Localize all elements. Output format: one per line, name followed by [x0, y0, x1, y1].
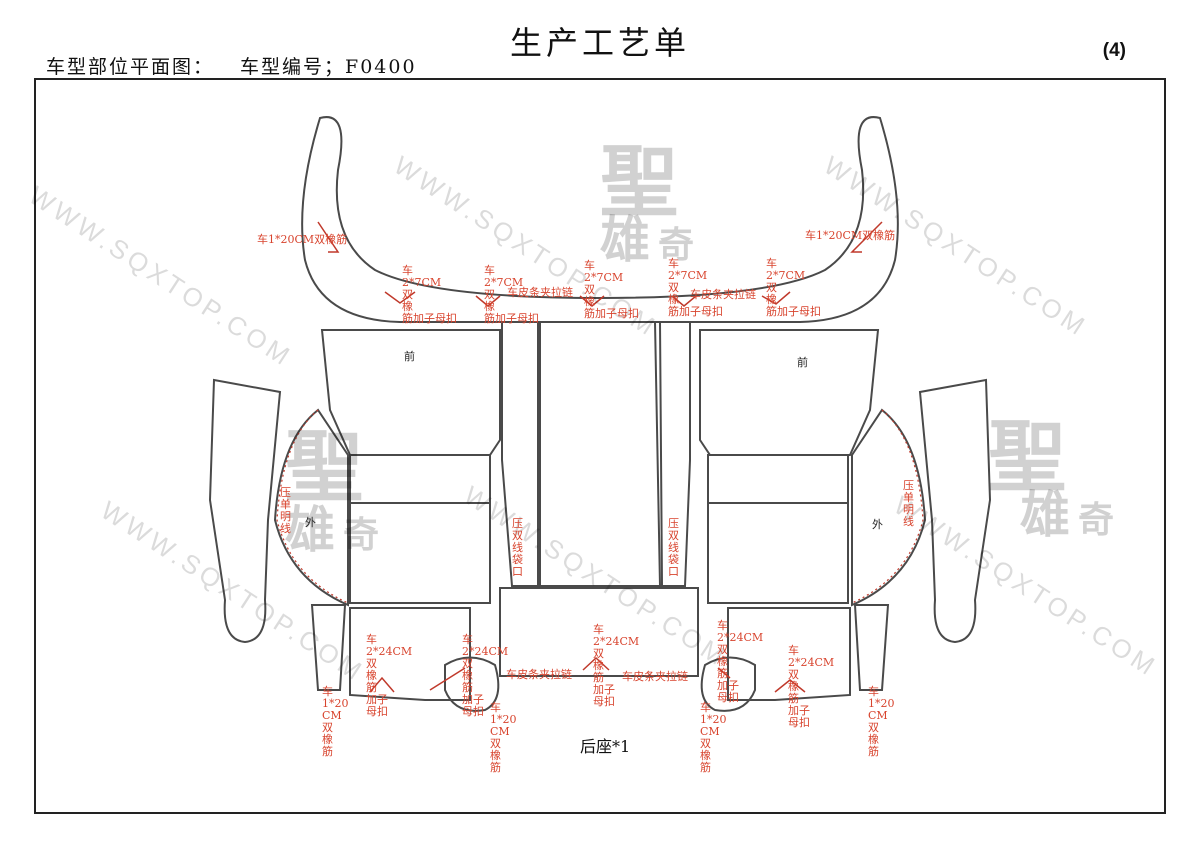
- label-front-right: 前: [797, 356, 808, 369]
- note-bottom-h: 车 2*24CM 双 橡 筋 加子 母扣: [788, 644, 835, 729]
- label-outer-left: 外: [305, 516, 316, 529]
- note-top-k3: 车 2*7CM 双 橡 筋加子母扣: [584, 259, 639, 320]
- bottom-piece-4: [727, 607, 851, 701]
- watermark-brand-center: 聖: [600, 137, 679, 228]
- mark-k2: [475, 295, 501, 307]
- label-outer-right: 外: [872, 518, 883, 531]
- bottom-piece-3: [499, 587, 699, 677]
- note-zip-left: 车皮条夹拉链: [507, 286, 573, 299]
- note-top-right-edge: 车1*20CM双橡筋: [805, 229, 896, 242]
- watermark-brand-left-2: 雄奇: [285, 500, 380, 559]
- side-wing-right: [918, 378, 992, 644]
- side-curve-right: [851, 408, 927, 607]
- cushion-right-top: [707, 454, 849, 504]
- side-curve-left: [273, 408, 349, 607]
- seat-back-right: [699, 329, 880, 456]
- note-single-line-left: 压单明线: [280, 486, 291, 535]
- note-top-k5: 车 2*7CM 双 橡 筋加子母扣: [766, 257, 821, 318]
- note-bottom-b: 车 2*24CM 双 橡 筋 加子 母扣: [366, 633, 413, 718]
- mark-top-left: [317, 221, 340, 253]
- bottom-piece-2: [349, 607, 471, 701]
- mark-b2: [429, 667, 466, 691]
- watermark-brand-left: 聖: [285, 422, 364, 513]
- mark-b1: [369, 676, 395, 693]
- mark-k3: [579, 295, 605, 307]
- top-band-pattern: [301, 116, 899, 323]
- mark-k5: [761, 291, 791, 305]
- drawing-frame: [34, 78, 1166, 814]
- note-top-left-edge: 车1*20CM双橡筋: [257, 233, 348, 246]
- page-number: (4): [1102, 40, 1126, 61]
- mark-b3: [582, 656, 610, 671]
- bottom-round-left: [444, 656, 500, 712]
- note-zip-right: 车皮条夹拉链: [690, 288, 756, 301]
- note-top-k2: 车 2*7CM 双 橡 筋加子母扣: [484, 264, 539, 325]
- sheet-title: 生产工艺单: [509, 24, 690, 62]
- plan-label: 车型部位平面图：: [46, 56, 215, 78]
- mark-k4: [671, 295, 697, 307]
- watermark-brand-center-2: 雄奇: [600, 210, 695, 269]
- model-number: 车型编号；F0400: [240, 56, 417, 78]
- mark-b4: [717, 667, 731, 679]
- note-single-line-right: 压单明线: [903, 479, 914, 528]
- stitch-right: [851, 409, 924, 604]
- label-front-left: 前: [404, 350, 415, 363]
- bottom-piece-5: [853, 604, 890, 691]
- note-zip-bottom-left: 车皮条夹拉链: [506, 668, 572, 681]
- note-bottom-e: 车 2*24CM 双 橡 筋 加子 母扣: [593, 623, 640, 708]
- bottom-round-right: [700, 656, 756, 712]
- note-double-line-left: 压双线袋口: [512, 517, 523, 578]
- note-bottom-i: 车 1*20 CM 双 橡 筋: [868, 685, 895, 758]
- note-top-k4: 车 2*7CM 双 橡 筋加子母扣: [668, 257, 723, 318]
- center-strip-left: [501, 321, 539, 587]
- note-bottom-a: 车 1*20 CM 双 橡 筋: [322, 685, 349, 758]
- note-bottom-g: 车 1*20 CM 双 橡 筋: [700, 701, 727, 774]
- watermark-brand-right: 聖: [988, 412, 1067, 503]
- center-strip-right: [658, 321, 691, 587]
- bottom-piece-1: [310, 604, 347, 691]
- mark-k1: [384, 291, 416, 304]
- note-bottom-f: 车 2*24CM 双 橡 筋 加子 母扣: [717, 619, 764, 704]
- cushion-right-bottom: [707, 502, 849, 604]
- note-zip-bottom-right: 车皮条夹拉链: [622, 670, 688, 683]
- side-wing-left: [208, 378, 282, 644]
- note-bottom-c: 车 2*24CM 双 橡 筋 加子 母扣: [462, 633, 509, 718]
- subheader: 车型部位平面图： 车型编号；F0400: [46, 52, 443, 79]
- piece-caption: 后座*1: [580, 737, 631, 756]
- mark-top-right: [850, 221, 883, 253]
- note-top-k1: 车 2*7CM 双 橡 筋加子母扣: [402, 264, 457, 325]
- watermark-brand-right-2: 雄奇: [1020, 485, 1115, 544]
- stitch-left: [276, 409, 349, 604]
- note-bottom-d: 车 1*20 CM 双 橡 筋: [490, 701, 517, 774]
- cushion-left-bottom: [349, 502, 491, 604]
- center-panel: [539, 321, 662, 587]
- note-double-line-right: 压双线袋口: [668, 517, 679, 578]
- mark-b5: [774, 679, 806, 693]
